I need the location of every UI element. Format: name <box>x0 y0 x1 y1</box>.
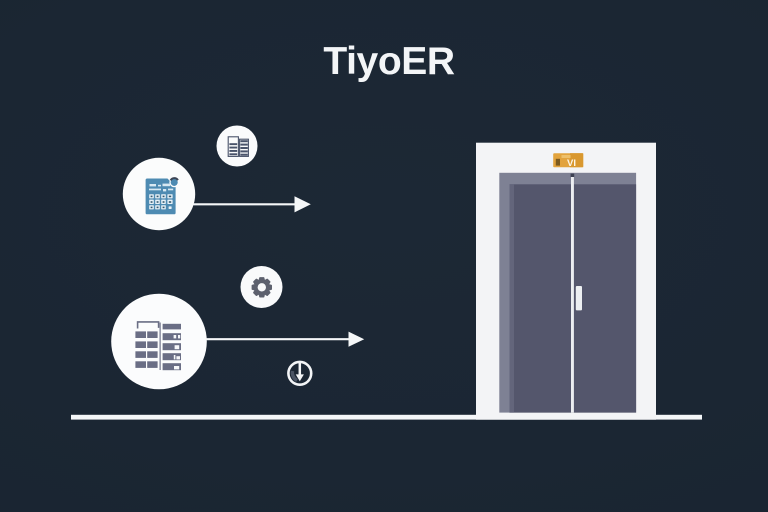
svg-text:VI: VI <box>567 158 576 169</box>
